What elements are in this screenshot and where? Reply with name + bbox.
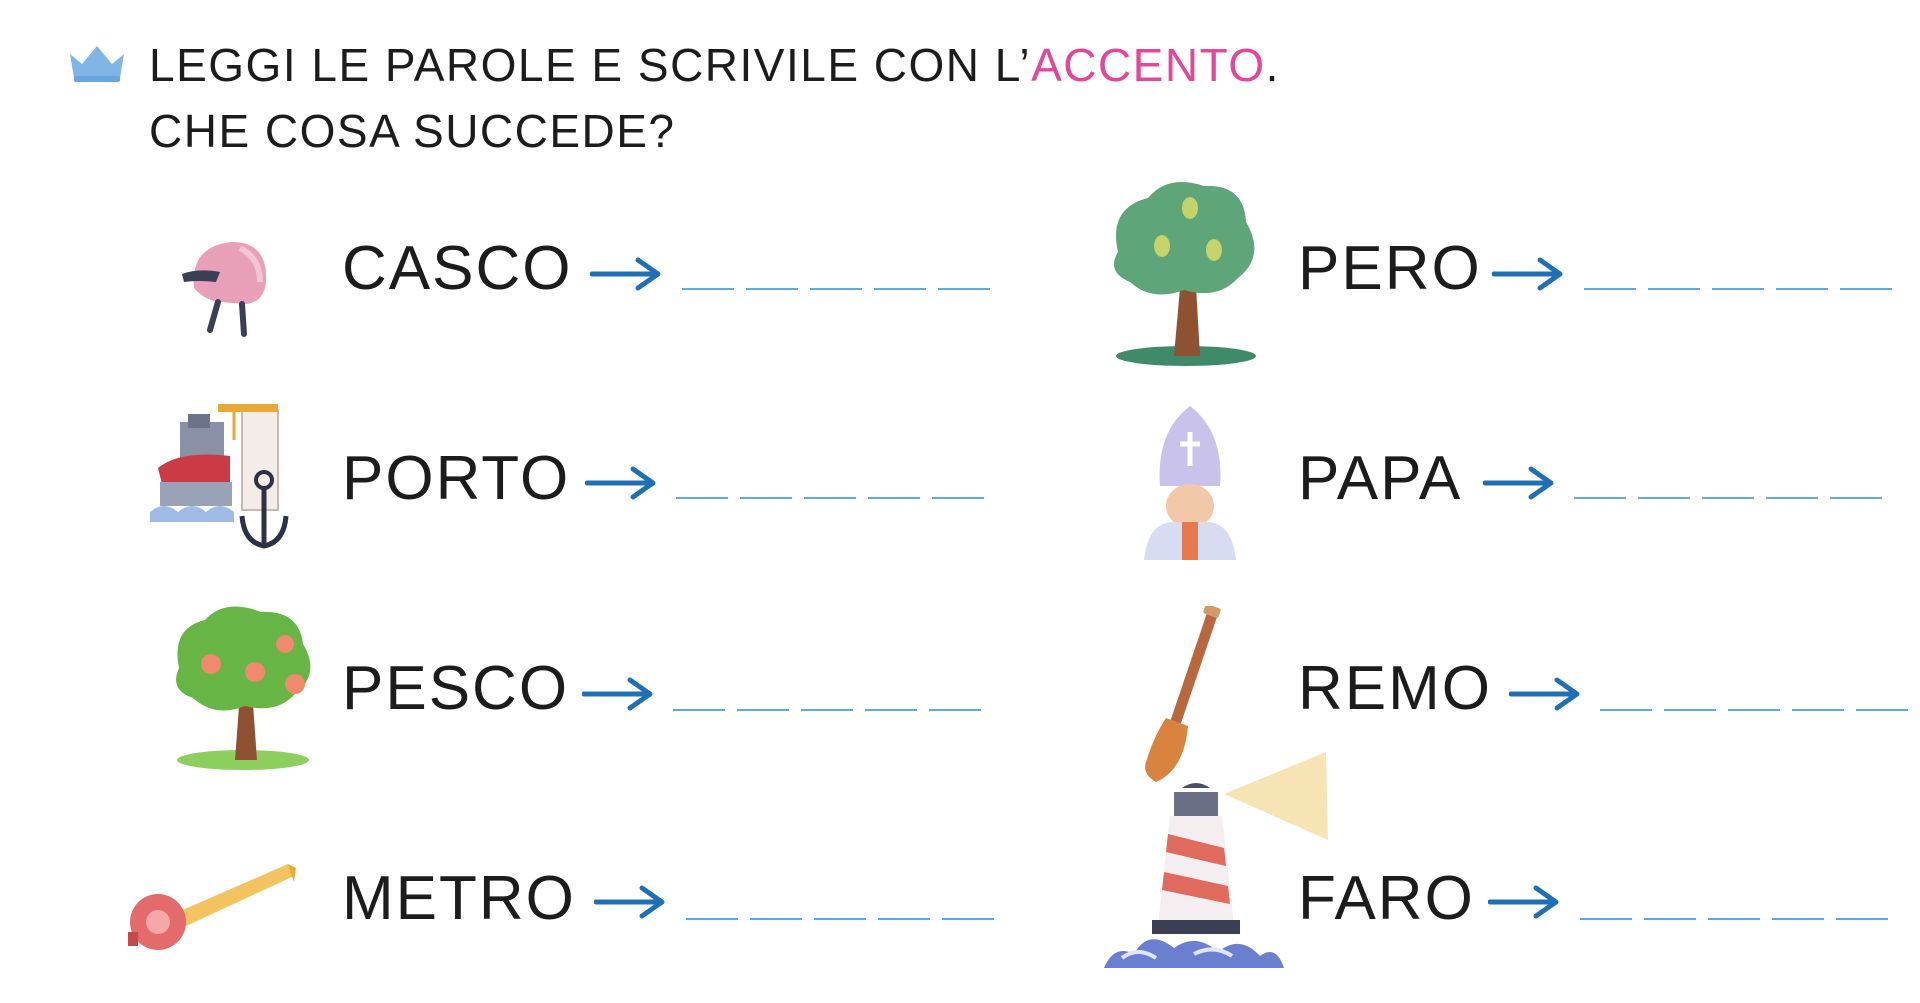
arrow-icon	[1483, 466, 1554, 500]
accent-word: ACCENTO	[1031, 39, 1266, 91]
port-icon	[150, 404, 289, 549]
instruction-text: LEGGI LE PAROLE E SCRIVILE CON L’ACCENTO…	[149, 32, 1280, 164]
arrow-icon	[1492, 257, 1563, 291]
answer-line[interactable]	[1600, 708, 1920, 712]
instruction-line-1: LEGGI LE PAROLE E SCRIVILE CON L’ACCENTO…	[149, 39, 1280, 91]
pear-tree-icon	[1114, 182, 1256, 366]
word-remo: REMO	[1298, 654, 1492, 723]
tape-measure-icon	[128, 864, 296, 950]
pope-icon	[1144, 406, 1236, 560]
arrow-icon	[1488, 885, 1559, 919]
peach-tree-icon	[176, 606, 311, 770]
answer-line[interactable]	[1584, 287, 1904, 291]
arrow-icon	[582, 677, 653, 711]
arrow-icon	[1509, 677, 1580, 711]
arrow-icon	[590, 257, 661, 291]
arrow-icon	[585, 466, 656, 500]
word-metro: METRO	[342, 864, 576, 933]
lighthouse-icon	[1104, 752, 1328, 968]
helmet-icon	[182, 242, 267, 337]
oar-icon	[1145, 606, 1221, 782]
word-casco: CASCO	[342, 234, 573, 303]
instruction-line-2: CHE COSA SUCCEDE?	[149, 105, 676, 157]
crown-icon	[70, 46, 124, 82]
answer-line[interactable]	[682, 287, 1002, 291]
answer-line[interactable]	[673, 708, 993, 712]
word-papa: PAPA	[1298, 444, 1463, 513]
answer-line[interactable]	[1574, 496, 1894, 500]
word-pero: PERO	[1298, 234, 1482, 303]
word-porto: PORTO	[342, 444, 571, 513]
word-faro: FARO	[1298, 864, 1475, 933]
answer-line[interactable]	[686, 917, 1006, 921]
answer-line[interactable]	[1580, 917, 1900, 921]
answer-line[interactable]	[676, 496, 996, 500]
word-pesco: PESCO	[342, 654, 570, 723]
arrow-icon	[594, 885, 665, 919]
